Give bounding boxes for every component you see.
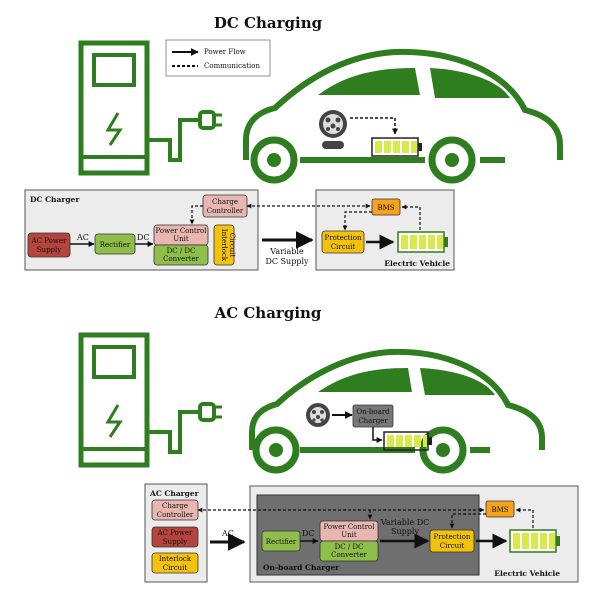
ac-variable-line1: Variable DC (380, 518, 429, 527)
dc-vehicle-battery-icon (397, 231, 448, 253)
legend-power-flow: Power Flow (204, 48, 246, 56)
dc-interlock-line1: Interlock (220, 229, 228, 262)
ac-converter-line2: Converter (331, 551, 367, 559)
dc-converter-line2: Converter (163, 255, 199, 263)
dc-dc-dc-converter-block: DC / DC Converter (153, 244, 209, 266)
dc-rectifier-label: Rectifier (100, 241, 131, 249)
dc-dc-label: DC (137, 233, 150, 242)
ac-dc-label: DC (302, 529, 315, 538)
ac-converter-line1: DC / DC (335, 543, 364, 551)
dc-charge-controller-block: Charge Controller (202, 194, 248, 218)
dc-charging-station-icon (78, 40, 222, 176)
legend: Power Flow Communication (165, 39, 271, 77)
ac-charge-controller-line2: Controller (157, 511, 194, 519)
ac-electric-car-icon (249, 348, 545, 474)
dc-pcu-line2: Unit (173, 235, 189, 243)
ac-car-onboard-line1: On-board (356, 408, 390, 416)
ac-interlock-line2: Circuit (163, 564, 188, 572)
dc-interlock-circuit-block: Interlock Circuit (213, 224, 236, 266)
ac-onboard-charger-label: On-board Charger (263, 563, 340, 572)
ac-dc-dc-converter-block: DC / DC Converter (319, 540, 379, 562)
ac-pcu-line2: Unit (341, 531, 357, 539)
ac-vehicle-battery-icon (509, 529, 560, 553)
dc-ac-label: AC (76, 233, 89, 242)
ac-interlock-circuit-block: Interlock Circuit (151, 552, 199, 574)
ac-ac-power-supply-line1: AC Power (157, 529, 193, 537)
dc-protection-circuit-block: Protection Circuit (321, 230, 365, 254)
dc-ac-power-supply-line1: AC Power (31, 237, 67, 245)
dc-vehicle-label: Electric Vehicle (384, 259, 450, 268)
ac-protection-line2: Circuit (440, 542, 465, 550)
ac-vehicle-label: Electric Vehicle (494, 569, 560, 578)
dc-ac-power-supply-line2: Supply (37, 246, 62, 254)
ac-protection-circuit-block: Protection Circuit (429, 529, 475, 553)
ac-bms-block: BMS (485, 500, 515, 518)
ac-ac-power-supply-block: AC Power Supply (151, 526, 199, 548)
ac-charging-station-icon (78, 332, 222, 468)
dc-rectifier-block: Rectifier (94, 233, 136, 255)
dc-bms-label: BMS (377, 204, 394, 212)
dc-interlock-line2: Circuit (228, 233, 236, 258)
dc-pcu-line1: Power Control (155, 227, 207, 235)
ac-interlock-line1: Interlock (159, 555, 192, 563)
dc-converter-line1: DC / DC (167, 247, 196, 255)
ac-title: AC Charging (214, 304, 322, 322)
dc-variable-line2: DC Supply (265, 257, 309, 266)
dc-protection-line1: Protection (325, 234, 362, 242)
dc-charge-controller-line2: Controller (207, 207, 244, 215)
ac-rectifier-block: Rectifier (261, 530, 301, 552)
ac-charge-controller-block: Charge Controller (151, 499, 199, 521)
dc-car-battery-icon (371, 137, 422, 157)
ac-car-onboard-charger-block: On-board Charger (352, 404, 394, 428)
dc-charger-label: DC Charger (30, 195, 80, 204)
dc-bms-block: BMS (371, 198, 401, 216)
ac-protection-line1: Protection (434, 533, 471, 541)
ac-car-battery-icon (383, 431, 432, 451)
ac-car-onboard-line2: Charger (358, 417, 388, 425)
dc-electric-car-icon (243, 48, 563, 184)
dc-charge-controller-line1: Charge (212, 198, 238, 206)
dc-power-control-unit-block: Power Control Unit (153, 224, 209, 246)
dc-variable-line1: Variable (269, 247, 304, 256)
ac-rectifier-label: Rectifier (266, 538, 297, 546)
ac-power-control-unit-block: Power Control Unit (319, 520, 379, 542)
ac-charger-label: AC Charger (149, 489, 200, 498)
dc-connector-icon (319, 110, 347, 149)
ac-variable-line2: Supply (391, 527, 419, 536)
ac-charge-controller-line1: Charge (162, 502, 188, 510)
ac-pcu-line1: Power Control (323, 523, 375, 531)
ac-ac-label: AC (221, 529, 234, 538)
ac-connector-icon (306, 403, 330, 427)
dc-car-comm-line (350, 117, 398, 135)
dc-title: DC Charging (214, 14, 323, 32)
ac-ac-power-supply-line2: Supply (163, 538, 188, 546)
legend-communication: Communication (204, 62, 260, 70)
dc-protection-line2: Circuit (331, 243, 356, 251)
dc-ac-power-supply-block: AC Power Supply (27, 232, 71, 258)
ac-bms-label: BMS (491, 506, 508, 514)
